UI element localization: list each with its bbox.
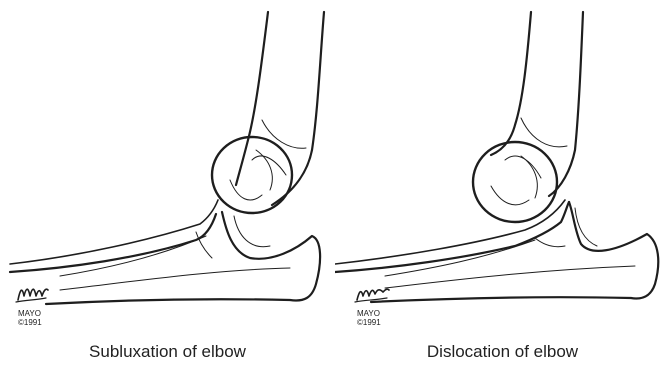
artist-signature [16, 289, 48, 302]
dislocation-panel: MAYO ©1991 Dislocation of elbow [335, 0, 670, 371]
subluxation-panel: MAYO ©1991 Subluxation of elbow [0, 0, 335, 371]
subluxation-illustration [0, 0, 335, 371]
mayo-stamp-line1: MAYO [18, 309, 42, 318]
mayo-stamp-line2: ©1991 [357, 318, 381, 327]
humerus [491, 12, 583, 196]
humeral-condyle [212, 137, 292, 213]
mayo-stamp-line1: MAYO [357, 309, 381, 318]
mayo-stamp-line2: ©1991 [18, 318, 42, 327]
mayo-copyright-stamp: MAYO ©1991 [18, 309, 42, 327]
artist-signature [355, 289, 389, 302]
humeral-condyle [473, 142, 557, 222]
subluxation-caption: Subluxation of elbow [0, 342, 335, 362]
radius [10, 200, 218, 276]
humerus [236, 12, 324, 205]
mayo-copyright-stamp: MAYO ©1991 [357, 309, 381, 327]
radius [335, 200, 565, 276]
dislocation-caption: Dislocation of elbow [335, 342, 670, 362]
dislocation-illustration [335, 0, 670, 371]
